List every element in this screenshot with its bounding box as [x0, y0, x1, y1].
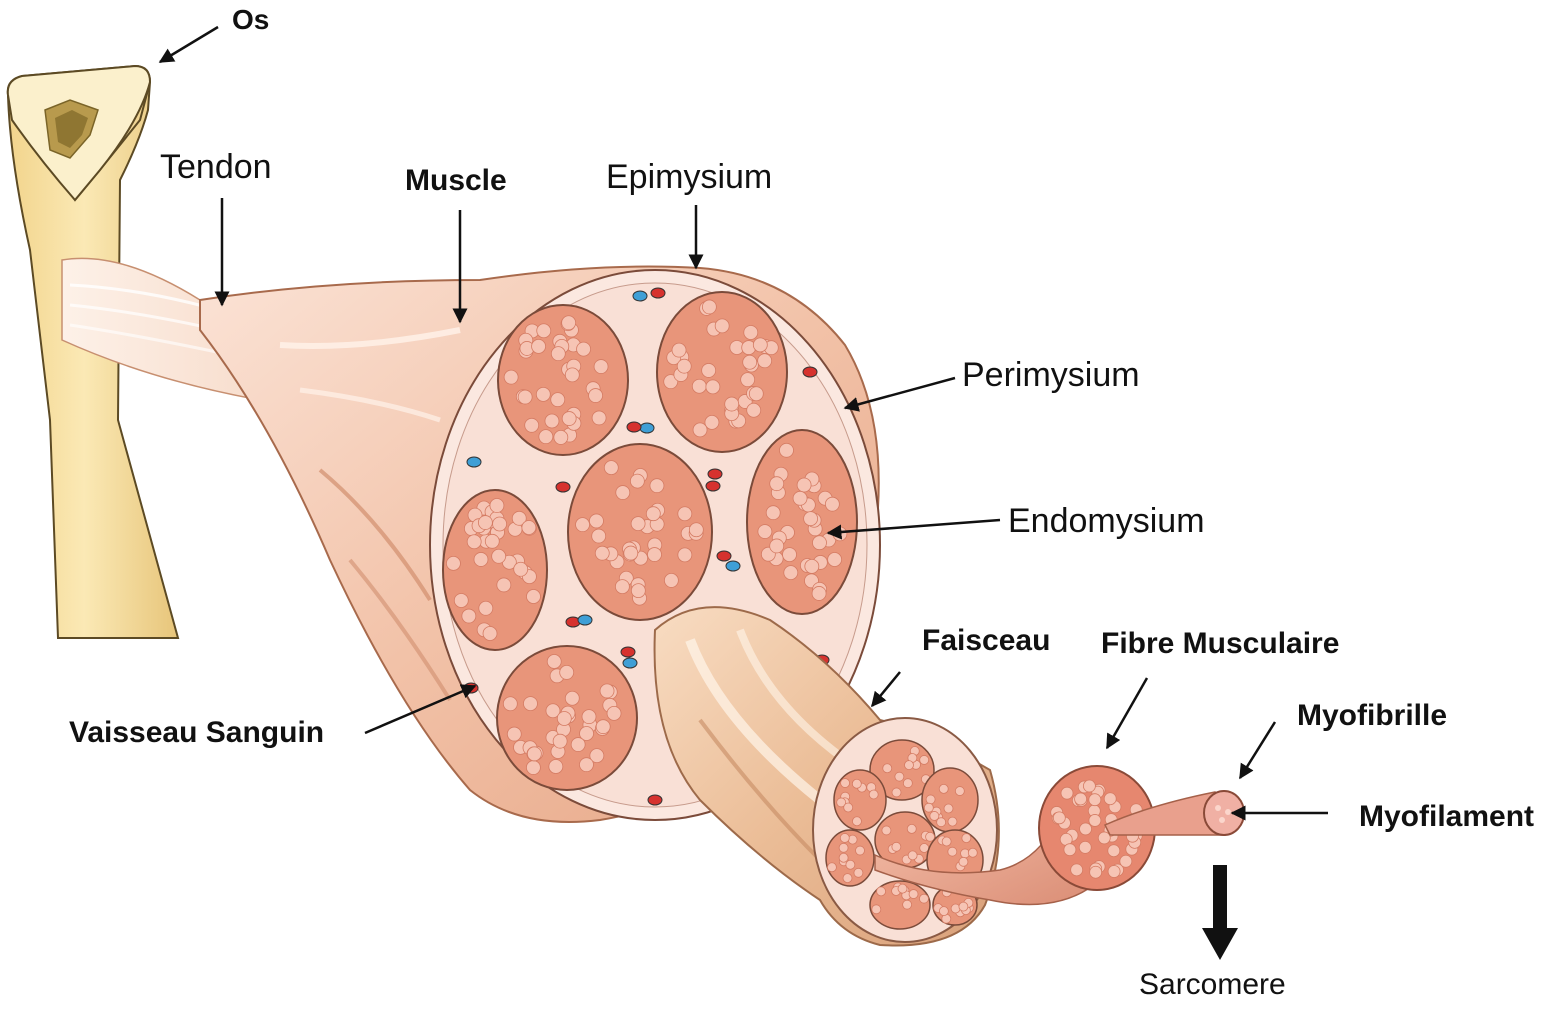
fascicle-group — [442, 291, 858, 791]
arrow-myofibrille — [1238, 721, 1277, 780]
fascicle — [656, 291, 788, 453]
label-os: Os — [232, 4, 270, 35]
arrow-vaisseau — [364, 684, 477, 735]
myofibril — [1103, 790, 1245, 836]
fascicle-small — [825, 829, 875, 887]
fascicle — [497, 304, 629, 456]
blood-vessel — [620, 646, 636, 658]
label-myofibrille: Myofibrille — [1297, 699, 1448, 732]
arrow-endomysium — [826, 518, 1001, 540]
fascicle-small — [869, 739, 935, 801]
label-tendon: Tendon — [160, 148, 272, 186]
label-faisceau: Faisceau — [922, 624, 1051, 657]
blood-vessel — [632, 290, 648, 302]
label-muscle: Muscle — [405, 164, 507, 197]
blood-vessel — [577, 614, 593, 626]
label-epimysium: Epimysium — [606, 158, 773, 196]
blood-vessel — [705, 480, 721, 492]
arrow-perimysium — [843, 376, 956, 412]
label-fibre-musculaire: Fibre Musculaire — [1101, 627, 1340, 660]
fascicle — [567, 443, 713, 621]
label-perimysium: Perimysium — [962, 356, 1140, 394]
muscle-fiber — [874, 765, 1156, 906]
sarcomere-arrow — [1202, 865, 1238, 960]
blood-vessel — [555, 481, 571, 493]
arrow-faisceau — [871, 671, 901, 708]
blood-vessel — [802, 366, 818, 378]
fascicle-small — [921, 767, 979, 833]
blood-vessel — [622, 657, 638, 669]
pointer-arrows — [158, 25, 1328, 821]
fascicle-small — [869, 880, 931, 930]
label-sarcomere: Sarcomere — [1139, 968, 1286, 1001]
label-endomysium: Endomysium — [1008, 502, 1205, 540]
blood-vessel — [647, 794, 663, 806]
blood-vessel — [466, 456, 482, 468]
blood-vessel — [626, 421, 642, 433]
blood-vessel — [639, 422, 655, 434]
blood-vessel — [716, 550, 732, 562]
label-myofilament: Myofilament — [1359, 800, 1535, 833]
blood-vessel — [725, 560, 741, 572]
arrow-os — [158, 25, 219, 64]
blood-vessel — [650, 287, 666, 299]
fascicle-small — [833, 769, 887, 831]
label-vaisseau-sanguin: Vaisseau Sanguin — [69, 716, 325, 749]
fascicle — [746, 429, 858, 615]
fascicle — [442, 489, 548, 651]
blood-vessel — [707, 468, 723, 480]
fascicle — [496, 645, 638, 791]
arrow-fibre — [1105, 677, 1149, 750]
